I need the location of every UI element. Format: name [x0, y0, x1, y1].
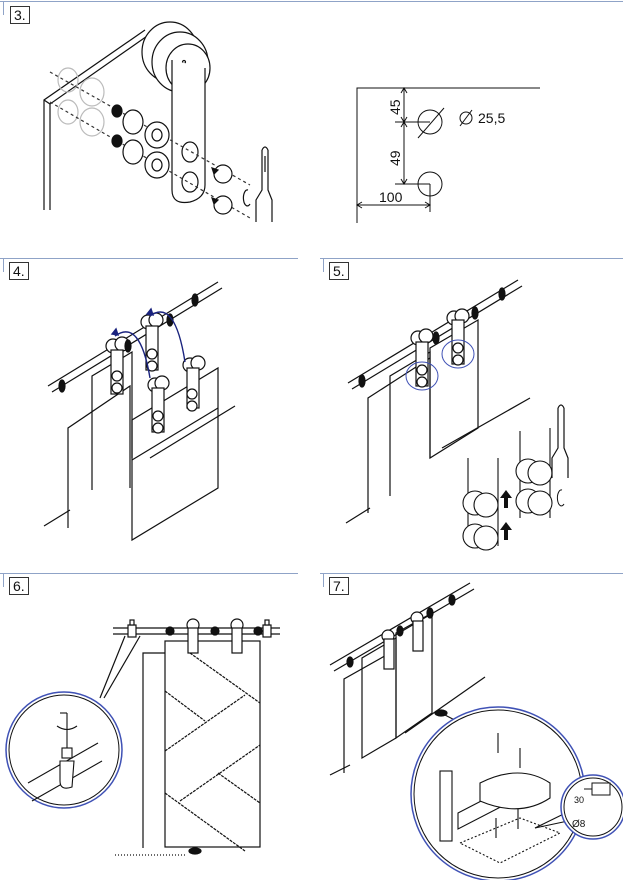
door-panels [345, 318, 531, 524]
header-line [0, 1, 623, 2]
rail-bumper-icon [358, 287, 506, 388]
drill-detail-circle: 30 Ø8 [560, 774, 623, 840]
rotate-arrow-icon [242, 189, 251, 207]
highlight-circle-icon [405, 339, 475, 391]
rail-bumper-icon [165, 626, 263, 636]
hex-key-icon [60, 712, 68, 748]
roller-arm [171, 60, 206, 204]
step-number: 3. [10, 6, 30, 24]
drill-diameter-dim: Ø8 [572, 819, 586, 830]
step-7-panel: 7. [320, 573, 623, 880]
glass-panel [43, 29, 151, 210]
up-arrow-icon [500, 490, 512, 540]
callout-lines [99, 635, 141, 699]
header-line [0, 258, 298, 259]
dimension-drawing-panel: 45 49 100 25,5 [330, 60, 560, 230]
step-number: 6. [9, 577, 29, 595]
dim-hole-diameter: 25,5 [478, 110, 505, 126]
step-5-panel: 5. [320, 258, 623, 551]
header-tick [323, 573, 324, 587]
step-3-illustration [43, 21, 273, 222]
rail-bumper-icon [58, 293, 199, 393]
offset-dim: 30 [574, 795, 584, 805]
step-7-illustration: 30 Ø8 [329, 582, 623, 880]
floor-guide-icon [479, 772, 551, 810]
header-tick [3, 1, 4, 15]
rail-stopper-icon [127, 619, 272, 638]
step-6-panel: 6. [0, 573, 310, 880]
door-panels [43, 350, 236, 542]
dim-hole-spacing: 49 [387, 150, 403, 166]
header-line [0, 573, 298, 574]
step-5-illustration [345, 279, 569, 551]
rail-bumper-icon [346, 594, 456, 668]
magnifier-circle-icon [5, 691, 123, 809]
dim-top-offset: 45 [387, 99, 403, 115]
curved-arrow-icon [110, 307, 186, 379]
door-panel [115, 640, 261, 856]
header-tick [323, 258, 324, 272]
door-pattern [164, 652, 261, 852]
roller-detail [462, 428, 553, 551]
bolt-icon [211, 164, 233, 215]
roller-icon [186, 618, 244, 654]
step-3-panel: 3. [0, 0, 623, 245]
step-number: 7. [329, 577, 349, 595]
step-4-panel: 4. [0, 258, 310, 548]
roller-icon [381, 611, 424, 670]
header-tick [3, 258, 4, 272]
roller-icon [410, 308, 470, 388]
dim-edge-offset: 100 [379, 189, 403, 205]
screw-icon [495, 733, 521, 838]
header-tick [3, 573, 4, 587]
magnifier-circle-icon [410, 706, 586, 880]
ghost-washers [57, 67, 105, 137]
hole-dimension-drawing: 45 49 100 25,5 [356, 87, 540, 223]
step-6-illustration [5, 618, 280, 856]
roller-icon [105, 312, 206, 434]
wrench-icon [255, 146, 273, 222]
rotate-arrow-icon [56, 725, 78, 731]
header-line [320, 258, 623, 259]
step-number: 5. [329, 262, 349, 280]
header-line [320, 573, 623, 574]
wrench-icon [551, 404, 569, 478]
step-4-illustration [43, 281, 236, 542]
washer-icon [111, 104, 170, 179]
rotate-arrow-icon [556, 489, 565, 507]
drill-icon [584, 782, 611, 796]
step-number: 4. [9, 262, 29, 280]
